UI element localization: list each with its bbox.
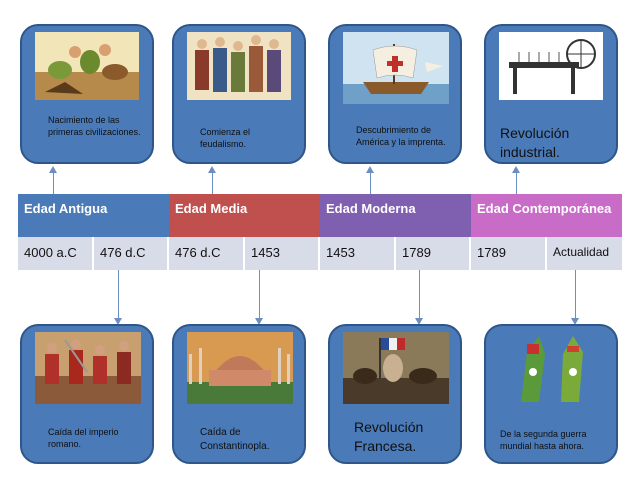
date-cell: 476 d.C [94, 237, 169, 270]
bottom-card-moderna: Revolución Francesa. [328, 324, 462, 464]
bottom-card-text: Caída de Constantinopla. [200, 427, 270, 452]
connector-line [259, 270, 260, 320]
date-cell: 1453 [320, 237, 396, 270]
bottom-card-text: Caída del imperio romano. [48, 427, 119, 449]
date-cell: 476 d.C [169, 237, 245, 270]
spinning-machine-illustration [499, 32, 603, 100]
date-cell: 1789 [471, 237, 547, 270]
date-cell: 4000 a.C [18, 237, 94, 270]
connector-line [419, 270, 420, 320]
era-media: Edad Media [169, 194, 320, 237]
connector-line [53, 171, 54, 194]
arrow-down-icon [114, 318, 122, 325]
top-card-text: Comienza el feudalismo. [200, 127, 251, 149]
top-card-contemporanea: Revolución industrial. [484, 24, 618, 164]
arrow-up-icon [512, 166, 520, 173]
connector-line [370, 171, 371, 194]
era-moderna: Edad Moderna [320, 194, 471, 237]
date-row: 4000 a.C 476 d.C 476 d.C 1453 1453 1789 … [18, 237, 622, 270]
era-antigua: Edad Antigua [18, 194, 169, 237]
top-card-text: Nacimiento de las primeras civilizacione… [48, 115, 141, 137]
cavemen-illustration [35, 32, 139, 100]
liberty-leading-painting [343, 332, 449, 404]
arrow-down-icon [255, 318, 263, 325]
caravel-ship-illustration [343, 32, 449, 104]
top-card-antigua: Nacimiento de las primeras civilizacione… [20, 24, 154, 164]
top-card-media: Comienza el feudalismo. [172, 24, 306, 164]
date-cell: Actualidad [553, 245, 610, 259]
bottom-card-text: Revolución Francesa. [354, 419, 424, 454]
arrow-up-icon [49, 166, 57, 173]
connector-line [212, 171, 213, 194]
medieval-figures-illustration [187, 32, 291, 100]
hagia-sophia-photo [187, 332, 293, 404]
top-card-text: Descubrimiento de América y la imprenta. [356, 125, 446, 147]
connector-line [118, 270, 119, 320]
bottom-card-contemporanea: De la segunda guerra mundial hasta ahora… [484, 324, 618, 464]
date-cell: 1453 [245, 237, 320, 270]
arrow-up-icon [366, 166, 374, 173]
arrow-up-icon [208, 166, 216, 173]
bottom-card-media: Caída de Constantinopla. [172, 324, 306, 464]
arrow-down-icon [571, 318, 579, 325]
bottom-card-antigua: Caída del imperio romano. [20, 324, 154, 464]
era-contemporanea: Edad Contemporánea [471, 194, 622, 237]
roman-battle-illustration [35, 332, 141, 404]
top-card-text: Revolución industrial. [500, 125, 570, 160]
bottom-card-text: De la segunda guerra mundial hasta ahora… [500, 429, 587, 451]
connector-line [516, 171, 517, 194]
arrow-down-icon [415, 318, 423, 325]
top-card-moderna: Descubrimiento de América y la imprenta. [328, 24, 462, 164]
missile-cartoon [499, 332, 605, 408]
date-cell: 1789 [396, 237, 471, 270]
connector-line [575, 270, 576, 320]
era-row: Edad Antigua Edad Media Edad Moderna Eda… [18, 194, 622, 237]
